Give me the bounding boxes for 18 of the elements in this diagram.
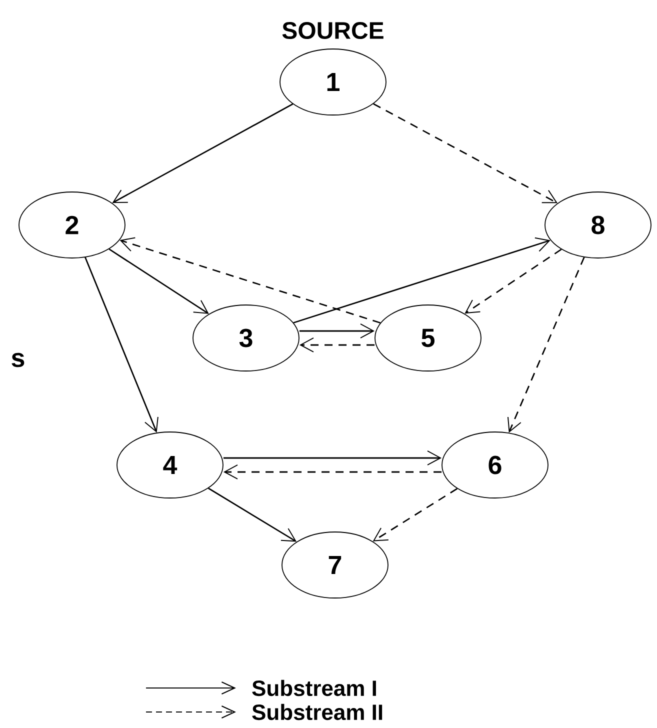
arrow [372,488,458,542]
arrow [464,248,562,314]
node-heading: SOURCE [282,22,384,39]
side-text: s [12,352,24,368]
arrow [223,464,442,480]
arrow [223,450,442,466]
arrow [507,257,585,433]
legend-text: Substream II [252,704,382,720]
arrow [108,248,209,314]
arrow [299,324,375,338]
arrow [120,237,381,324]
arrow [112,103,294,203]
arrow [299,338,375,352]
arrow [84,257,158,433]
arrow [373,103,558,204]
arrow [293,237,550,324]
arrow [208,488,297,542]
legend-text: Substream I [252,680,376,696]
